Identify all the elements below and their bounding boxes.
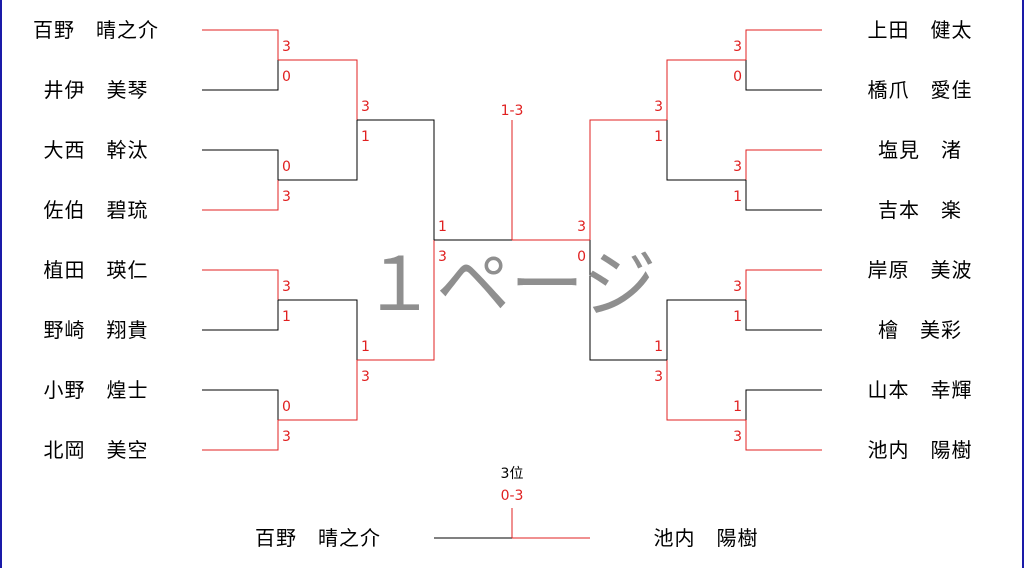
right-semi-bottom-line <box>589 240 667 361</box>
left-player-name: 百野 晴之介 <box>33 18 159 42</box>
right-r2-bottom-line <box>666 360 746 421</box>
frame-left-edge <box>0 0 2 568</box>
frame-right-edge <box>1022 0 1024 568</box>
right-r1-top-line <box>745 389 822 420</box>
right-r1-score: 1 <box>733 189 742 205</box>
right-player-name: 上田 健太 <box>868 18 973 42</box>
third-place-score: 0-3 <box>501 488 524 504</box>
final-score: 1-3 <box>501 103 524 119</box>
left-player-name: 井伊 美琴 <box>44 78 149 102</box>
left-r1-score: 3 <box>282 189 291 205</box>
left-r1-score: 3 <box>282 429 291 445</box>
left-player-name: 北岡 美空 <box>44 438 149 462</box>
right-r1-score: 0 <box>733 69 742 85</box>
right-player-name: 橋爪 愛佳 <box>868 78 973 102</box>
right-r1-score: 3 <box>733 39 742 55</box>
right-r1-top-line <box>745 29 822 60</box>
left-r1-score: 0 <box>282 159 291 175</box>
left-r2-score: 3 <box>361 369 370 385</box>
left-r1-top-line <box>202 29 279 60</box>
left-player-name: 野崎 翔貴 <box>44 318 149 342</box>
left-r1-top-line <box>202 149 279 180</box>
left-r1-bottom-line <box>202 420 279 451</box>
left-semi-score: 1 <box>438 219 447 235</box>
left-r1-score: 1 <box>282 309 291 325</box>
left-r2-bottom-line <box>278 120 358 181</box>
left-r1-bottom-line <box>202 180 279 211</box>
left-r2-top-line <box>278 59 358 120</box>
page-watermark: １ページ <box>362 242 657 328</box>
left-r1-score: 3 <box>282 39 291 55</box>
right-semi-score: 0 <box>577 249 586 265</box>
right-r1-score: 3 <box>733 429 742 445</box>
right-player-name: 檜 美彩 <box>878 318 962 342</box>
left-r1-top-line <box>202 389 279 420</box>
right-r2-score: 1 <box>654 339 663 355</box>
right-r1-bottom-line <box>745 420 822 451</box>
right-r2-score: 1 <box>654 129 663 145</box>
left-r2-score: 1 <box>361 129 370 145</box>
right-r1-score: 3 <box>733 279 742 295</box>
left-r2-score: 3 <box>361 99 370 115</box>
third-place-right-player: 池内 陽樹 <box>654 526 759 550</box>
right-r2-bottom-line <box>666 120 746 181</box>
right-r1-score: 3 <box>733 159 742 175</box>
right-r1-bottom-line <box>745 180 822 211</box>
right-r1-top-line <box>745 269 822 300</box>
right-player-name: 池内 陽樹 <box>868 438 973 462</box>
right-r1-bottom-line <box>745 300 822 331</box>
left-r1-score: 0 <box>282 69 291 85</box>
right-r2-top-line <box>666 299 746 360</box>
left-r1-bottom-line <box>202 300 279 331</box>
left-r2-top-line <box>278 299 358 360</box>
right-r1-score: 1 <box>733 399 742 415</box>
left-player-name: 大西 幹汰 <box>44 138 149 162</box>
right-player-name: 吉本 楽 <box>878 198 962 222</box>
right-r1-bottom-line <box>745 60 822 91</box>
left-semi-score: 3 <box>438 249 447 265</box>
left-semi-top-line <box>357 119 435 240</box>
right-player-name: 山本 幸輝 <box>868 378 973 402</box>
left-r1-top-line <box>202 269 279 300</box>
left-semi-bottom-line <box>357 240 435 361</box>
right-player-name: 岸原 美波 <box>868 258 973 282</box>
right-r1-top-line <box>745 149 822 180</box>
right-semi-score: 3 <box>577 219 586 235</box>
third-place-title: 3位 <box>501 466 524 482</box>
right-semi-top-line <box>589 119 667 240</box>
left-r1-score: 3 <box>282 279 291 295</box>
right-r2-score: 3 <box>654 369 663 385</box>
left-r2-bottom-line <box>278 360 358 421</box>
left-r1-bottom-line <box>202 60 279 91</box>
right-r2-score: 3 <box>654 99 663 115</box>
right-r2-top-line <box>666 59 746 120</box>
left-r1-score: 0 <box>282 399 291 415</box>
right-r1-score: 1 <box>733 309 742 325</box>
left-r2-score: 1 <box>361 339 370 355</box>
left-player-name: 佐伯 碧琉 <box>44 198 149 222</box>
right-player-name: 塩見 渚 <box>878 138 962 162</box>
left-player-name: 小野 煌士 <box>44 378 149 402</box>
left-player-name: 植田 瑛仁 <box>44 258 149 282</box>
third-place-left-player: 百野 晴之介 <box>255 526 381 550</box>
